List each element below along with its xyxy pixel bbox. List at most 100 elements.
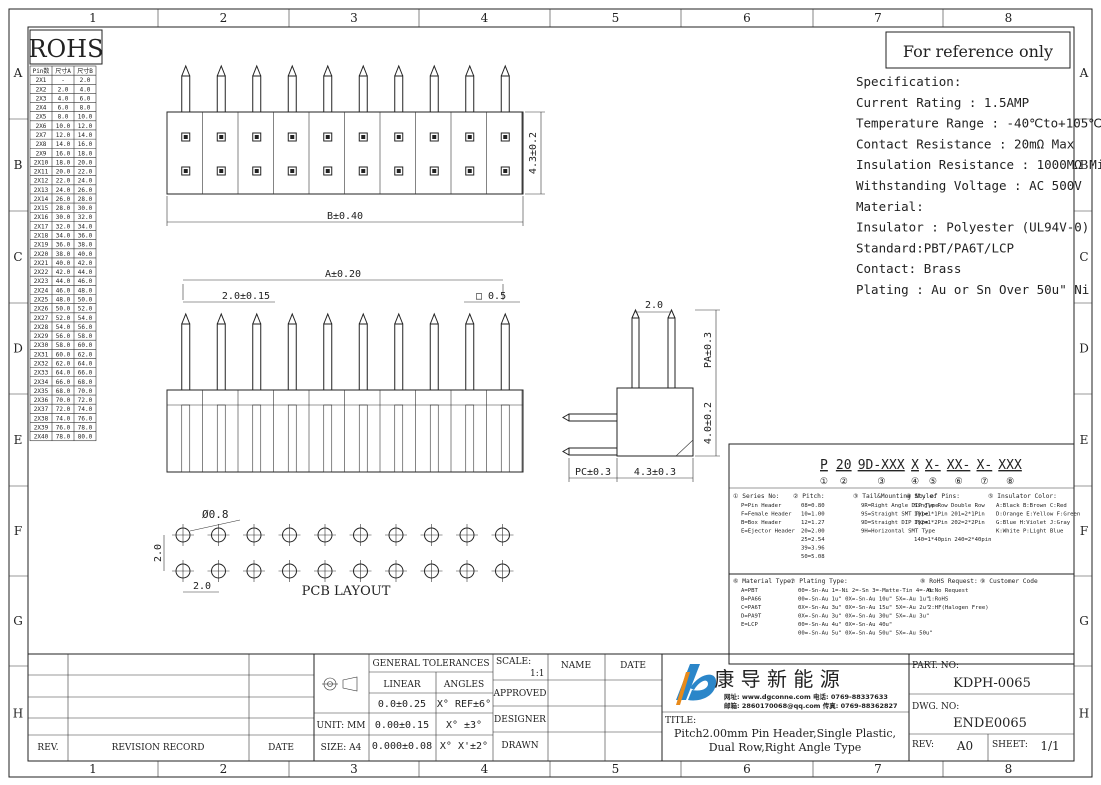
pin-table-cell: 72.0 [78, 397, 93, 404]
side-pin-upper-1 [631, 317, 640, 389]
pin-table-cell: 76.0 [78, 415, 93, 422]
pin-table-cell: 2X21 [34, 260, 49, 267]
pin-table-cell: 4.0 [58, 95, 69, 102]
code-block-line: 00=-Sn-Au 1=-Ni 2=-Sn 3=-Matte-Tin 4=-Au [798, 588, 933, 594]
pcb-hole [349, 524, 372, 546]
row-label-right: A [1079, 66, 1089, 80]
column-label-top: 6 [743, 11, 751, 25]
pin-table-cell: 38.0 [78, 242, 93, 249]
pin-table-cell: 20.0 [56, 169, 71, 176]
pin-table-cell: 68.0 [78, 379, 93, 386]
pin-table-cell: 76.0 [56, 424, 71, 431]
pin-table-cell: 18.0 [78, 150, 93, 157]
code-block-line: 00=-Sn-Au 4u" 0X=-Sn-Au 40u" [798, 622, 892, 628]
rev-value: A0 [956, 739, 973, 753]
code-block-line: K:White P:Light Blue [996, 529, 1064, 535]
pin-table-cell: 42.0 [56, 269, 71, 276]
pin-table-cell: 46.0 [78, 278, 93, 285]
sheet-value: 1/1 [1040, 739, 1059, 753]
projection-symbol [322, 676, 358, 692]
spec-line: Plating : Au or Sn Over 50u" Ni [856, 282, 1089, 297]
code-block-line: 1:RoHS [928, 597, 948, 603]
pcb-hole [207, 560, 230, 582]
top-pin [358, 64, 368, 176]
pin-table-cell: 74.0 [78, 406, 93, 413]
top-housing [166, 111, 524, 195]
part-code-segment: X- [925, 458, 941, 473]
pin-table-cell: 36.0 [56, 242, 71, 249]
part-code-marker: ⑧ [1006, 477, 1014, 487]
part-code-segment: XXX [998, 458, 1022, 473]
code-block-line: 2:HF(Halogen Free) [928, 605, 989, 611]
pin-table-cell: 4.0 [80, 86, 91, 93]
general-tolerances: GENERAL TOLERANCES [372, 659, 489, 669]
pin-table-cell: 2X31 [34, 351, 49, 358]
pcb-hole [243, 524, 265, 546]
pin-table-cell: 72.0 [56, 406, 71, 413]
pin-table-cell: 2X39 [34, 424, 49, 431]
pin-table-cell: 62.0 [78, 351, 93, 358]
part-code-marker: ⑤ [929, 477, 937, 487]
rev-label: REV: [912, 740, 934, 750]
code-block-line: B=Box Header [741, 520, 782, 526]
pin-table-cell: 32.0 [78, 214, 93, 221]
pin-table-cell: 8.0 [58, 114, 69, 121]
part-code-marker: ④ [911, 477, 919, 487]
pin-table-header: 尺寸B [77, 67, 93, 75]
pin-table-cell: 2X34 [34, 379, 49, 386]
row-label-right: B [1080, 158, 1089, 172]
front-pin [287, 312, 297, 473]
code-block-line: E=Ejector Header [741, 529, 796, 535]
pin-table-cell: 2X28 [34, 324, 49, 331]
pin-table-cell: 2.0 [80, 77, 91, 84]
pin-table-cell: 2X16 [34, 214, 49, 221]
top-pin [429, 64, 439, 176]
pin-table-cell: 30.0 [78, 205, 93, 212]
code-block-line: 9H=Horizontal SMT Type [861, 529, 936, 535]
pin-table-cell: 10.0 [78, 114, 93, 121]
side-pin-tail-2 [568, 447, 618, 456]
linear-tolerance: 0.000±0.08 [372, 741, 432, 752]
code-block-line: 0:No Request [928, 588, 968, 594]
angle-tolerance: X° REF±6° [437, 699, 491, 710]
pin-table-cell: 2X9 [36, 150, 47, 157]
code-block-line: 10=1.00 [801, 512, 825, 518]
part-no-value: KDPH-0065 [953, 676, 1031, 691]
pin-table-cell: 24.0 [78, 178, 93, 185]
spec-line: Insulator : Polyester (UL94V-0) [856, 220, 1089, 235]
pin-table-cell: 2X11 [34, 169, 49, 176]
code-block-line: 00=-Sn-Au 1u" 0X=-Sn-Au 10u" 5X=-Au 1u" [798, 597, 929, 603]
column-label-bottom: 1 [89, 762, 97, 776]
linear-header: LINEAR [383, 680, 420, 690]
pin-table-cell: 12.0 [78, 123, 93, 130]
column-label-top: 3 [350, 11, 358, 25]
front-pin [429, 312, 439, 473]
pin-table-cell: 2X8 [36, 141, 47, 148]
pin-table-cell: 66.0 [56, 379, 71, 386]
pin-table-cell: 44.0 [56, 278, 71, 285]
pin-table-cell: 2X32 [34, 360, 49, 367]
rohs-box [29, 29, 103, 65]
spec-line: Material: [856, 199, 924, 214]
pin-table-cell: 48.0 [78, 287, 93, 294]
code-block-line: 08=0.80 [801, 503, 825, 509]
code-block-head: ⑦ Plating Type: [790, 578, 848, 585]
designer-label: DESIGNER [494, 715, 546, 725]
pcb-hole [314, 524, 336, 546]
pin-table-cell: 2X26 [34, 306, 49, 313]
pin-table-cell: 12.0 [56, 132, 71, 139]
title-line-2: Dual Row,Right Angle Type [709, 741, 862, 754]
pin-table-cell: 6.0 [58, 105, 69, 112]
dim-side-pitch-label: 2.0 [645, 300, 663, 311]
dim-b-label: B±0.40 [327, 211, 363, 222]
row-label-left: H [13, 707, 23, 721]
scale-value: 1:1 [530, 669, 544, 679]
side-view: 2.0 PA±0.3 4.0±0.2 PC±0.3 4.3±0.3 [562, 300, 720, 482]
outer-frame [8, 8, 1093, 778]
pin-table-cell: 54.0 [56, 324, 71, 331]
pin-table-cell: 34.0 [56, 233, 71, 240]
part-code-segment: X- [977, 458, 993, 473]
code-block-line: A=PBT [741, 588, 758, 594]
